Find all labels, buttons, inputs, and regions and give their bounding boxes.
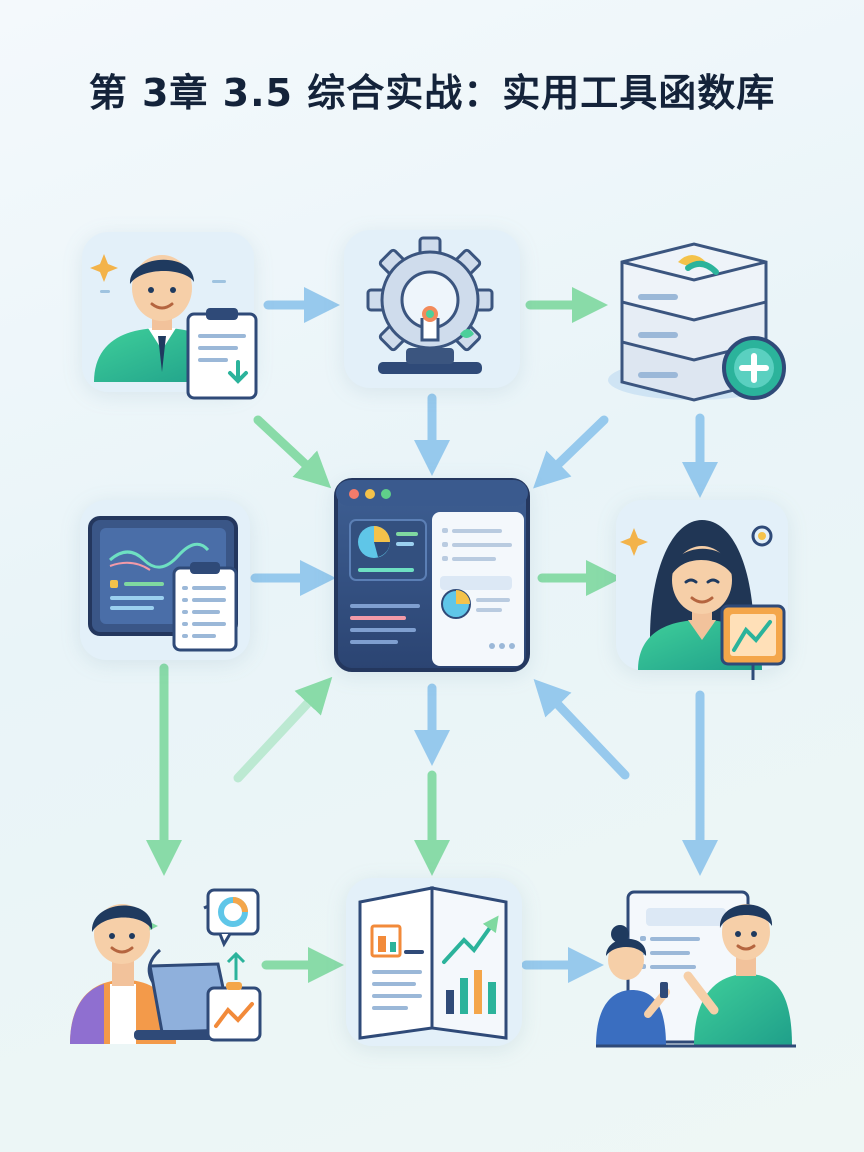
dashboard-clipboard-icon bbox=[80, 500, 250, 660]
arrow-dev-to-center bbox=[253, 415, 332, 489]
arrow-server-to-center bbox=[533, 415, 609, 489]
arrow-team-to-center bbox=[533, 678, 630, 780]
arrows bbox=[146, 287, 718, 983]
woman-presenting-chart-icon bbox=[616, 500, 788, 680]
developer-with-clipboard-icon bbox=[82, 232, 258, 400]
team-presentation-board-icon bbox=[596, 890, 796, 1048]
central-app-window-icon bbox=[334, 478, 530, 672]
page-title: 第 3章 3.5 综合实战：实用工具函数库 bbox=[88, 71, 776, 115]
server-stack-add-icon bbox=[608, 242, 786, 402]
developer-laptop-analytics-icon bbox=[70, 888, 262, 1044]
gear-lightbulb-icon bbox=[344, 230, 520, 388]
report-document-chart-icon bbox=[346, 878, 522, 1046]
arrow-laptop-to-center bbox=[233, 676, 333, 783]
